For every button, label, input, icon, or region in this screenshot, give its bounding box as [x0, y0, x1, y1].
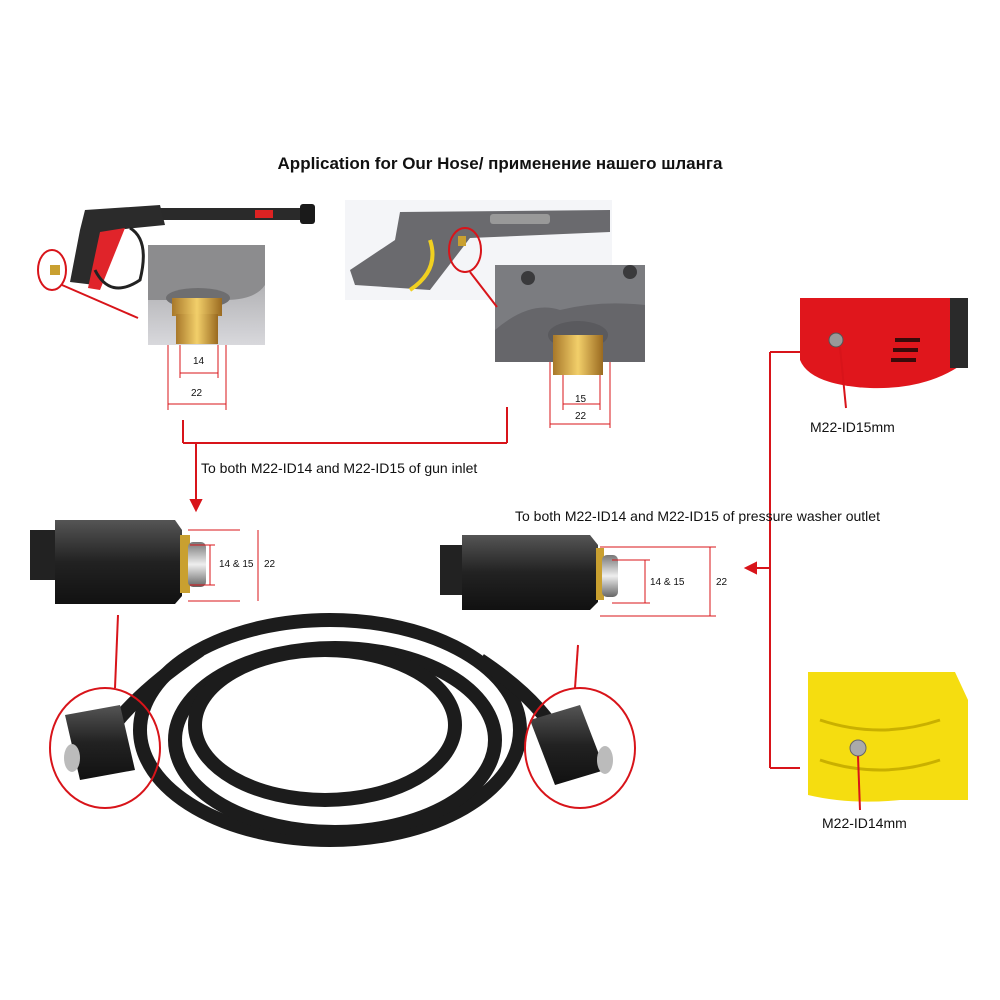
connector-left-inner-dim: 14 & 15	[219, 559, 254, 570]
connector-right-outer-dim: 22	[716, 577, 728, 588]
gun-inlet-note: To both M22-ID14 and M22-ID15 of gun inl…	[201, 460, 478, 476]
red-pressure-washer-image	[800, 298, 968, 389]
washer-outlet-note: To both M22-ID14 and M22-ID15 of pressur…	[515, 508, 880, 524]
annotation-lines	[37, 227, 861, 811]
gun-2-outer-dim: 22	[575, 411, 587, 422]
gun-1-outer-dim: 22	[191, 388, 203, 399]
red-washer-label: M22-ID15mm	[810, 419, 895, 435]
spray-gun-1-image	[50, 204, 315, 290]
yellow-pressure-washer-image	[808, 672, 968, 802]
connector-left-outer-dim: 22	[264, 559, 276, 570]
yellow-washer-label: M22-ID14mm	[822, 815, 907, 831]
gun-2-inner-dim: 15	[575, 394, 587, 405]
hose-end-right	[530, 705, 613, 785]
page-title: Application for Our Hose/ применение наш…	[277, 154, 723, 173]
gun-2-inlet-closeup	[495, 265, 645, 375]
hose-connector-left-closeup	[30, 520, 206, 604]
hose-coil-image	[104, 613, 567, 847]
connector-right-inner-dim: 14 & 15	[650, 577, 685, 588]
hose-end-left	[64, 705, 135, 780]
hose-connector-right-closeup	[440, 535, 618, 610]
gun-1-inner-dim: 14	[193, 356, 205, 367]
gun-1-inlet-closeup	[148, 245, 265, 345]
